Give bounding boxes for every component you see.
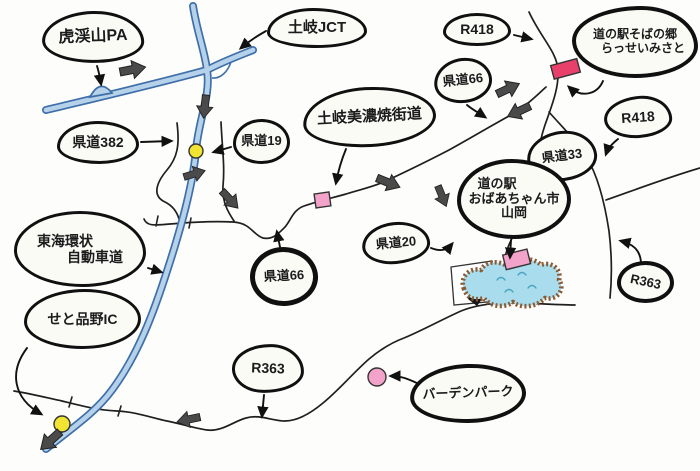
road-south <box>13 301 576 432</box>
junction-ramp <box>211 61 232 79</box>
arrow-soba-no-sato <box>566 80 604 98</box>
bubble-soba-no-sato-line1: 道の駅そばの郷 <box>592 27 677 42</box>
bubble-r363-bottom-label: R363 <box>250 359 286 378</box>
road-kendo382 <box>156 122 180 220</box>
bubble-kokeizan-pa-label: 虎渓山PA <box>58 26 128 46</box>
bubble-r363-right-label: R363 <box>628 270 663 292</box>
ic-marker-north <box>188 143 204 159</box>
road-east-west <box>143 86 547 240</box>
road-to-east-edge <box>605 167 700 201</box>
bubble-toki-jct-label: 土岐JCT <box>287 19 347 37</box>
rasseimisato-marker <box>549 57 582 80</box>
arrow-kendo19 <box>211 143 232 155</box>
point-markers <box>53 57 582 433</box>
bubble-kendo382: 県道382 <box>57 121 139 164</box>
roadside-square-marker <box>313 191 332 209</box>
expressway <box>42 2 257 453</box>
baden-park-marker <box>367 367 387 387</box>
bubble-kendo19: 県道19 <box>233 119 290 164</box>
arrow-toki-jct <box>238 30 267 50</box>
bubble-kendo19-label: 県道19 <box>241 133 282 149</box>
ic-marker-south <box>53 415 71 433</box>
bubble-kendo382-label: 県道382 <box>72 134 124 151</box>
bubble-r418-top-label: R418 <box>460 21 494 38</box>
arrow-toki-minoyaki <box>332 148 347 186</box>
direction-arrow-east-3 <box>373 169 404 196</box>
arrow-kendo382 <box>140 135 174 148</box>
bubble-kendo20-label: 県道20 <box>375 232 417 252</box>
arrow-kendo66-top <box>466 104 488 119</box>
direction-arrow-east <box>117 57 148 82</box>
arrow-tokai-kanjo <box>147 263 164 275</box>
arrow-r418-right <box>603 138 619 157</box>
bubble-tokai-kanjo: 東海環状 自動車道 <box>14 211 146 287</box>
bridge-tick <box>68 396 73 408</box>
arrow-kokeizan-pa <box>93 65 106 87</box>
bubble-michinoeki-yamaoka-line1: 道の駅 <box>477 175 517 191</box>
arrow-kendo20 <box>430 241 454 255</box>
wave-mark <box>496 276 506 281</box>
bubble-r418-right-label: R418 <box>620 107 656 127</box>
wave-mark <box>517 271 527 276</box>
pond <box>460 257 564 309</box>
bubble-tokai-kanjo-line2: 自動車道 <box>67 249 123 265</box>
bubble-michinoeki-yamaoka-line3: 山岡 <box>500 205 527 221</box>
bubble-toki-jct: 土岐JCT <box>267 8 367 48</box>
bubble-tokai-kanjo-line1: 東海環状 <box>37 232 93 249</box>
wave-mark <box>527 284 537 289</box>
arrow-r363-bottom <box>257 394 269 419</box>
wave-mark <box>504 288 514 293</box>
arrow-kendo66-mid <box>273 229 285 248</box>
arrow-michinoeki-yamaoka <box>504 239 517 260</box>
roadside-station-site <box>450 248 564 309</box>
direction-arrow-west <box>174 408 203 431</box>
direction-arrow-northeast <box>492 75 524 103</box>
bridge-tick <box>155 215 159 227</box>
bubble-seto-shinano-label: せと品野IC <box>47 310 118 327</box>
arrow-r363-right <box>618 237 642 263</box>
bridge-tick <box>188 217 192 229</box>
bubble-r418-top: R418 <box>443 13 511 46</box>
bubble-soba-no-sato-line2: らっせいみさと <box>600 41 685 55</box>
road-kendo19 <box>220 121 235 222</box>
direction-arrow-southeast <box>215 185 245 215</box>
arrow-r418-top <box>513 31 534 43</box>
direction-arrow-south-2 <box>430 182 454 210</box>
bubble-soba-no-sato: 道の駅そばの郷 らっせいみさと <box>572 6 698 78</box>
bubble-baden-park-label: バーデンパーク <box>422 383 514 402</box>
bubble-michinoeki-yamaoka: 道の駅 おばあちゃん市 山岡 <box>457 159 571 239</box>
bubble-kendo66-top-label: 県道66 <box>441 69 484 90</box>
bubble-r363-right: R363 <box>617 261 674 303</box>
bubble-kendo66-mid-label: 県道66 <box>263 266 305 285</box>
bubble-seto-shinano: せと品野IC <box>24 289 141 349</box>
bridge-tick <box>117 405 122 417</box>
bubble-michinoeki-yamaoka-line2: おばあちゃん市 <box>468 190 560 206</box>
bubble-toki-minoyaki-label: 土岐美濃焼街道 <box>316 105 423 129</box>
arrow-seto-shinano <box>15 347 44 416</box>
bubble-kendo33-label: 県道33 <box>540 145 583 165</box>
